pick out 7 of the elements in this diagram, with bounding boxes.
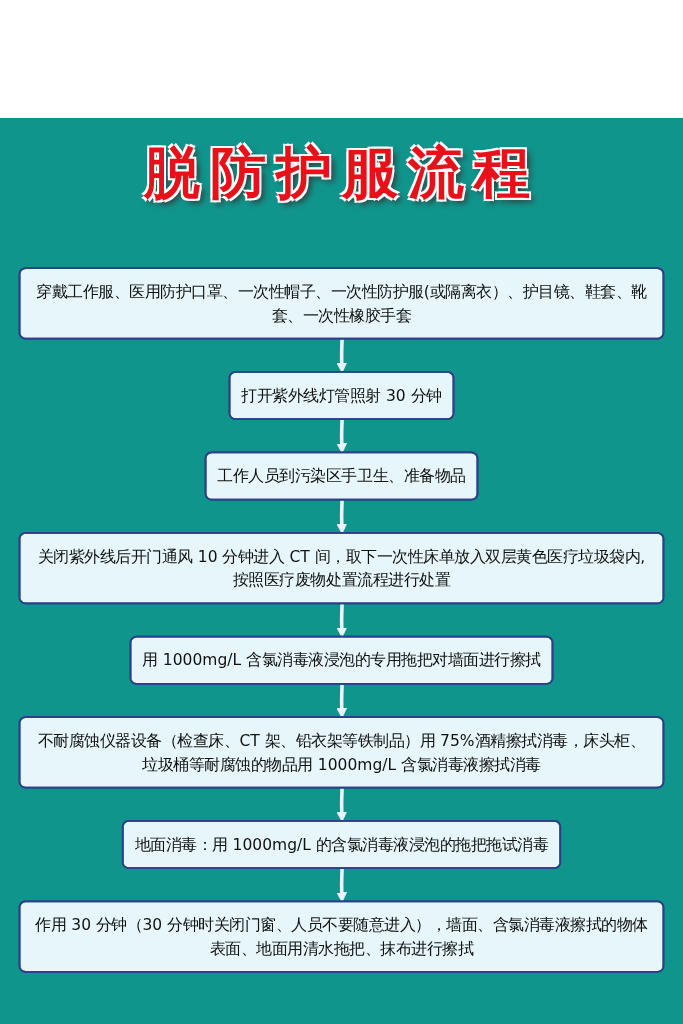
arrow [336, 868, 347, 903]
arrow [336, 419, 347, 454]
arrow [336, 500, 347, 534]
arrow [336, 788, 347, 822]
arrow [336, 603, 347, 638]
arrow [336, 684, 347, 719]
title: 脱防护服流程 [143, 139, 540, 207]
